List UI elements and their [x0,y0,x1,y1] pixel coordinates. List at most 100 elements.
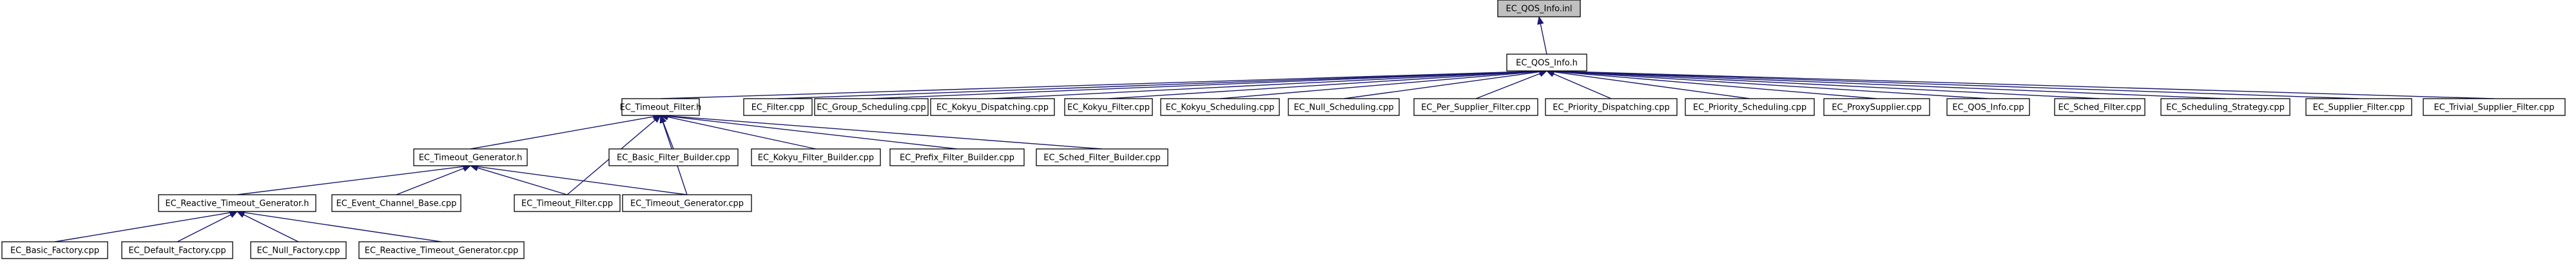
node-label: EC_Null_Scheduling.cpp [1293,103,1393,113]
node-box [358,241,525,259]
node-label: EC_Per_Supplier_Filter.cpp [1421,103,1531,113]
node-ec-kokyu-filter-builder-cpp[interactable]: EC_Kokyu_Filter_Builder.cpp [751,148,881,166]
edge-line [1553,71,1877,99]
node-box [331,194,461,212]
arrowhead-icon [229,211,238,218]
node-ec-sched-filter-cpp[interactable]: EC_Sched_Filter.cpp [2054,98,2145,116]
node-ec-null-scheduling-cpp[interactable]: EC_Null_Scheduling.cpp [1288,98,1400,116]
node-ec-timeout-generator-cpp[interactable]: EC_Timeout_Generator.cpp [622,194,752,212]
node-label: EC_Sched_Filter_Builder.cpp [1043,153,1160,163]
node-label: EC_Prefix_Filter_Builder.cpp [900,153,1014,163]
edge-ec-timeout-generator-h-to-ec-timeout-filter-h [470,113,662,150]
node-label: EC_Event_Channel_Base.cpp [336,199,457,209]
node-box [1064,98,1153,116]
node-label: EC_Default_Factory.cpp [128,246,226,256]
edge-line [777,70,1540,99]
node-label: EC_Timeout_Generator.cpp [630,199,744,209]
node-box [1288,98,1400,116]
arrowhead-icon [1538,70,1548,77]
node-ec-prefix-filter-builder-cpp[interactable]: EC_Prefix_Filter_Builder.cpp [889,148,1025,166]
edge-ec-supplier-filter-cpp-to-ec-qos-info-h [1545,68,2359,99]
node-ec-reactive-timeout-generator-cpp[interactable]: EC_Reactive_Timeout_Generator.cpp [358,241,525,259]
node-label: EC_Kokyu_Filter.cpp [1067,103,1150,113]
edge-ec-trivial-supplier-filter-cpp-to-ec-qos-info-h [1545,68,2495,99]
edge-line [177,214,231,242]
node-ec-kokyu-filter-cpp[interactable]: EC_Kokyu_Filter.cpp [1064,98,1153,116]
node-box [1946,98,2030,116]
node-label: EC_Kokyu_Scheduling.cpp [1166,103,1275,113]
node-ec-qos-info-h[interactable]: EC_QOS_Info.h [1506,54,1587,72]
node-ec-basic-filter-builder-cpp[interactable]: EC_Basic_Filter_Builder.cpp [608,148,739,166]
edge-ec-timeout-generator-cpp-to-ec-timeout-generator-h [469,163,688,195]
node-label: EC_Kokyu_Dispatching.cpp [936,103,1049,113]
node-box [1,241,108,259]
edge-line [1343,71,1540,99]
edge-line [663,122,674,150]
node-ec-qos-info-cpp[interactable]: EC_QOS_Info.cpp [1946,98,2030,116]
node-box [2054,98,2145,116]
node-ec-proxysupplier-cpp[interactable]: EC_ProxySupplier.cpp [1823,98,1930,116]
node-ec-filter-cpp[interactable]: EC_Filter.cpp [743,98,813,116]
node-ec-default-factory-cpp[interactable]: EC_Default_Factory.cpp [121,241,233,259]
node-ec-reactive-timeout-generator-h[interactable]: EC_Reactive_Timeout_Generator.h [158,194,316,212]
edge-line [1219,71,1540,99]
edge-line [1553,73,1612,99]
node-box [1823,98,1930,116]
node-label: EC_Group_Scheduling.cpp [817,103,926,113]
arrowhead-icon [1537,15,1544,25]
node-ec-null-factory-cpp[interactable]: EC_Null_Factory.cpp [250,241,347,259]
edge-ec-sched-filter-builder-cpp-to-ec-timeout-filter-h [659,112,1103,150]
edge-line [1553,70,2226,99]
node-box [250,241,347,259]
edge-ec-kokyu-filter-builder-cpp-to-ec-timeout-filter-h [659,113,817,150]
edge-line [396,168,465,195]
node-label: EC_Scheduling_Strategy.cpp [2166,103,2285,113]
edge-line [1540,23,1547,55]
node-ec-timeout-filter-h[interactable]: EC_Timeout_Filter.h [620,98,702,116]
node-label: EC_Supplier_Filter.cpp [2313,103,2405,113]
node-ec-basic-factory-cpp[interactable]: EC_Basic_Factory.cpp [1,241,108,259]
edge-line [470,116,654,150]
edge-ec-scheduling-strategy-cpp-to-ec-qos-info-h [1545,68,2226,99]
node-box [514,194,621,212]
node-ec-supplier-filter-cpp[interactable]: EC_Supplier_Filter.cpp [2305,98,2412,116]
node-ec-qos-info-inl[interactable]: EC_QOS_Info.inl [1497,0,1581,17]
node-label: EC_QOS_Info.h [1516,59,1578,68]
node-label: EC_Reactive_Timeout_Generator.cpp [365,246,518,256]
node-box [1497,0,1581,17]
edge-line [667,115,1103,150]
edge-ec-qos-info-h-to-ec-qos-info-inl [1537,15,1547,55]
node-label: EC_Basic_Factory.cpp [10,246,99,256]
node-ec-sched-filter-builder-cpp[interactable]: EC_Sched_Filter_Builder.cpp [1036,148,1168,166]
edge-line [1553,70,2495,99]
node-ec-timeout-generator-h[interactable]: EC_Timeout_Generator.h [413,148,528,166]
edge-line [660,70,1540,99]
node-box [814,98,929,116]
node-ec-per-supplier-filter-cpp[interactable]: EC_Per_Supplier_Filter.cpp [1413,98,1538,116]
node-ec-scheduling-strategy-cpp[interactable]: EC_Scheduling_Strategy.cpp [2160,98,2290,116]
node-label: EC_Sched_Filter.cpp [2058,103,2142,113]
node-box [1160,98,1280,116]
node-box [2160,98,2290,116]
edge-ec-reactive-timeout-generator-cpp-to-ec-reactive-timeout-generator-h [236,209,442,242]
node-ec-priority-scheduling-cpp[interactable]: EC_Priority_Scheduling.cpp [1685,98,1815,116]
node-box [621,98,700,116]
edge-line [1553,71,1750,99]
edge-line [1553,70,2359,99]
node-ec-timeout-filter-cpp[interactable]: EC_Timeout_Filter.cpp [514,194,621,212]
edge-ec-timeout-filter-h-to-ec-qos-info-h [660,68,1548,99]
node-box [2423,98,2566,116]
node-label: EC_Timeout_Filter.h [620,103,702,113]
node-ec-trivial-supplier-filter-cpp[interactable]: EC_Trivial_Supplier_Filter.cpp [2423,98,2566,116]
node-label: EC_Null_Factory.cpp [257,246,340,256]
node-ec-event-channel-base-cpp[interactable]: EC_Event_Channel_Base.cpp [331,194,461,212]
node-ec-kokyu-scheduling-cpp[interactable]: EC_Kokyu_Scheduling.cpp [1160,98,1280,116]
edge-line [477,166,688,195]
node-ec-kokyu-dispatching-cpp[interactable]: EC_Kokyu_Dispatching.cpp [930,98,1055,116]
node-label: EC_Reactive_Timeout_Generator.h [165,199,309,209]
node-ec-group-scheduling-cpp[interactable]: EC_Group_Scheduling.cpp [814,98,929,116]
node-ec-priority-dispatching-cpp[interactable]: EC_Priority_Dispatching.cpp [1545,98,1678,116]
edge-line [871,70,1540,99]
node-label: EC_ProxySupplier.cpp [1832,103,1922,113]
